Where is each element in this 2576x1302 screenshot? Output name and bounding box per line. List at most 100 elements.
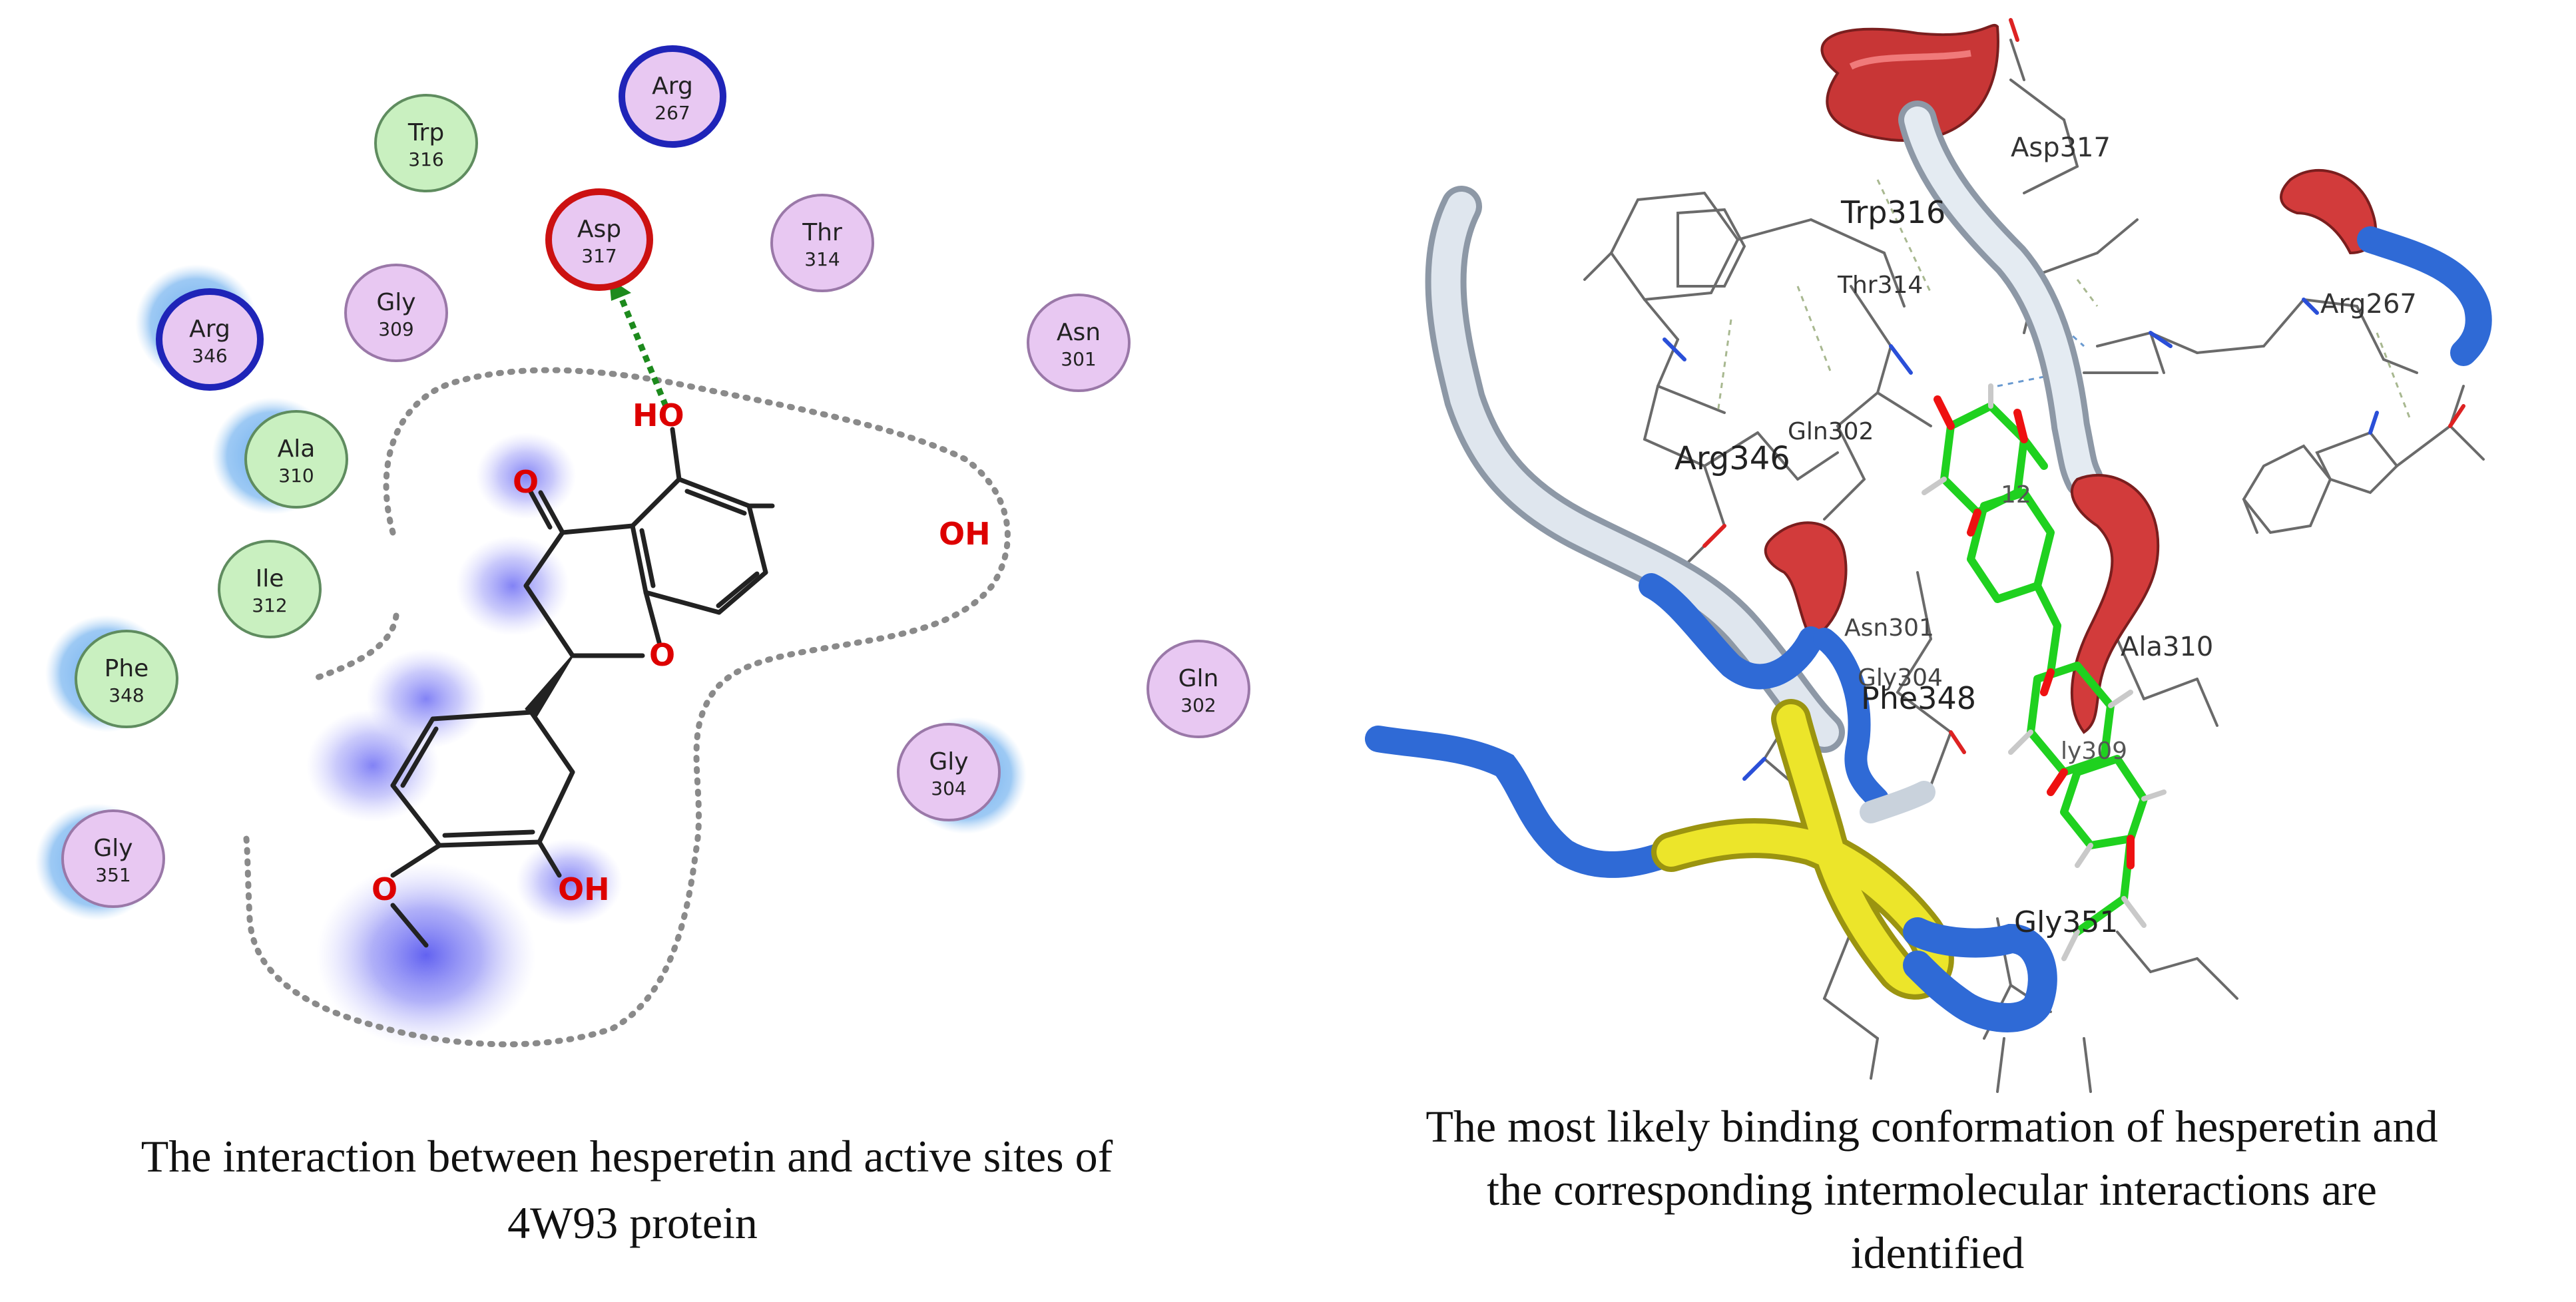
ribbon-helix-topright: [2280, 168, 2378, 255]
residue-disc: [770, 194, 874, 292]
residue-arg346: Arg346: [135, 264, 264, 391]
residue-label-occluded: ly309: [2061, 738, 2127, 765]
ribbon-helix-center: [1764, 521, 1848, 641]
residue-label-arg267: Arg267: [2320, 289, 2417, 320]
residue-label-phe348: Phe348: [1861, 680, 1976, 716]
residue-name: Ala: [278, 435, 316, 463]
residue-gly351: Gly351: [35, 803, 165, 921]
hesperetin-structure: [390, 427, 775, 948]
residue-label-occluded: 12: [2001, 481, 2031, 509]
residue-disc: [1027, 294, 1131, 392]
residue-name: Trp: [407, 119, 444, 146]
ribbon-turn-topright: [2357, 226, 2492, 366]
residue-label-gln302: Gln302: [1788, 418, 1874, 445]
residue-label-thr314: Thr314: [1837, 272, 1923, 299]
residue-gln302: Gln302: [1147, 640, 1250, 738]
residue-name: Thr: [802, 219, 842, 246]
interaction-dashes: [1716, 179, 2412, 420]
residue-label-asn301: Asn301: [1844, 614, 1934, 642]
residue-arg267: Arg267: [619, 45, 726, 148]
ribbon-helix-right: [2070, 473, 2160, 734]
halo-phenyl-left: [306, 709, 439, 822]
residue-name: Asn: [1057, 319, 1101, 346]
ribbon-coil-stub: [1860, 781, 1935, 823]
halo-methoxy: [316, 862, 536, 1048]
halo-carbonyl: [476, 433, 576, 519]
residue-number: 314: [804, 248, 840, 270]
helix-top-shine: [1849, 50, 1971, 70]
ribbon-coil-left-highlight: [1431, 192, 1839, 747]
binding-pose-3d: Asp317Trp316Thr314Arg267Gln302Arg346Asn3…: [1365, 18, 2492, 1093]
residue-disc: [156, 288, 264, 391]
residue-phe348: Phe348: [45, 615, 178, 732]
residue-labels-3d: Asp317Trp316Thr314Arg267Gln302Arg346Asn3…: [1674, 132, 2417, 939]
atom-label-ring-o: O: [649, 637, 675, 673]
residue-disc: [1147, 640, 1250, 738]
residue-disc: [75, 630, 178, 728]
residue-disc: [897, 723, 1001, 821]
binding-pocket-outline-left: [310, 612, 399, 682]
ribbon-turn-left: [1365, 726, 1684, 878]
interaction-2d-diagram: O HO OH O O OH Trp316Arg267Asp317Thr314A…: [35, 45, 1250, 1048]
residue-number: 316: [408, 148, 443, 170]
residue-asn301: Asn301: [1027, 294, 1131, 392]
residue-label-ala310: Ala310: [2121, 632, 2213, 662]
caption-left-line-2: 4W93 protein: [507, 1197, 758, 1248]
ribbon-coil-center-highlight: [1904, 107, 2097, 493]
atom-label-oh-top: HO: [633, 397, 684, 433]
residue-disc: [619, 45, 726, 148]
caption-left: The interaction between hesperetin and a…: [141, 1131, 1125, 1248]
residue-thr314: Thr314: [770, 194, 874, 292]
residue-name: Phe: [105, 655, 149, 682]
ribbon-turn-lower: [1813, 628, 1889, 810]
hydrogen-bond-line: [616, 292, 669, 407]
caption-right-line-2: the corresponding intermolecular interac…: [1487, 1164, 2377, 1215]
residue-name: Ile: [256, 565, 284, 592]
residue-disc: [218, 540, 322, 638]
residue-number: 309: [378, 318, 413, 340]
ligand-oxygens: [1933, 395, 2135, 869]
residue-number: 317: [581, 245, 617, 267]
residue-number: 348: [109, 684, 144, 706]
residue-label-arg346: Arg346: [1674, 440, 1790, 477]
residue-disc: [545, 188, 653, 291]
caption-right: The most likely binding conformation of …: [1425, 1101, 2449, 1278]
residue-number: 351: [95, 864, 130, 886]
residue-number: 310: [278, 465, 314, 487]
residue-label-trp316: Trp316: [1840, 194, 1945, 230]
residue-label-gly304: Gly304: [1858, 664, 1943, 692]
atom-label-methoxy-o: O: [372, 871, 397, 907]
residue-ala310: Ala310: [212, 397, 348, 515]
residue-number: 346: [192, 345, 227, 367]
ribbon-turn-center: [1639, 573, 1824, 690]
residue-number: 312: [252, 594, 287, 616]
residue-number: 302: [1180, 694, 1216, 716]
caption-right-line-3: identified: [1851, 1227, 2025, 1278]
residue-name: Asp: [577, 216, 621, 243]
residue-number: 301: [1061, 348, 1096, 370]
residue-label-asp317: Asp317: [2011, 132, 2111, 163]
residue-name: Gly: [929, 748, 968, 775]
ligand-hydrogens: [1922, 383, 2167, 961]
ligand-exposure-halos: [306, 433, 623, 1048]
residue-disc: [244, 410, 348, 509]
ribbon-turn-bottom: [1903, 917, 2057, 1032]
caption-left-line-1: The interaction between hesperetin and a…: [141, 1131, 1113, 1182]
residue-number: 304: [931, 777, 966, 799]
residue-gly304: Gly304: [897, 717, 1027, 834]
residue-trp316: Trp316: [374, 94, 478, 192]
caption-right-line-1: The most likely binding conformation of …: [1425, 1101, 2438, 1152]
atom-label-carbonyl-o: O: [513, 464, 539, 500]
halo-oh-bottom: [516, 839, 623, 925]
residue-name: Gly: [376, 289, 415, 316]
residue-asp317: Asp317: [545, 188, 653, 291]
residue-disc: [344, 264, 448, 362]
residue-disc: [374, 94, 478, 192]
residue-name: Gly: [93, 835, 132, 862]
residue-number: 267: [654, 102, 690, 124]
residue-name: Gln: [1178, 665, 1219, 692]
atom-label-oh-right: OH: [939, 516, 991, 552]
